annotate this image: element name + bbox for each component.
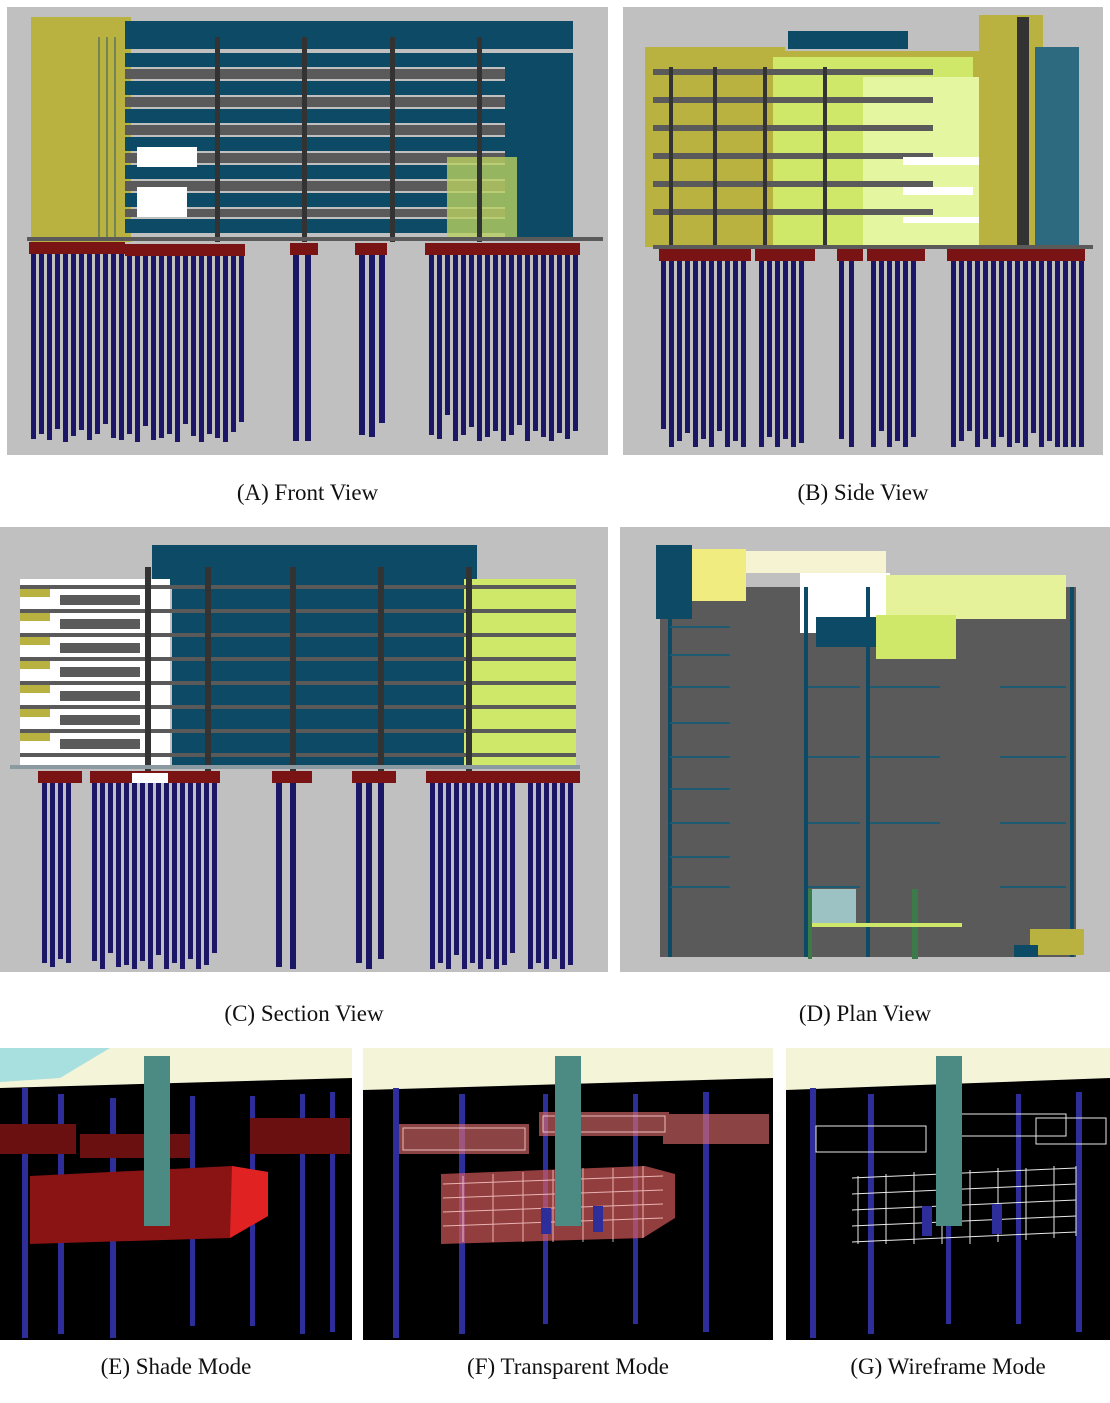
caption-wireframe-mode: (G) Wireframe Mode <box>850 1354 1046 1379</box>
right-core <box>979 15 1079 247</box>
plan-view-panel <box>620 527 1110 972</box>
transparent-mode-panel <box>363 1048 773 1340</box>
shade-mode-panel <box>0 1048 352 1340</box>
side-view-render <box>623 7 1103 455</box>
pile-caps <box>38 771 580 783</box>
side-view-panel <box>623 7 1103 455</box>
grid-lines <box>670 626 1066 888</box>
piles <box>42 783 573 969</box>
caption-transparent-mode: (F) Transparent Mode <box>467 1354 669 1379</box>
rebar-mesh <box>442 1166 664 1242</box>
caption-plan-view: (D) Plan View <box>798 1001 932 1026</box>
shade-mode-render <box>0 1048 352 1340</box>
wireframe-mode-render <box>786 1048 1110 1340</box>
piles <box>31 254 578 442</box>
caption-shade-mode: (E) Shade Mode <box>100 1354 252 1379</box>
building-columns <box>215 37 482 242</box>
pile-caps <box>0 1118 350 1158</box>
pile-caps <box>29 242 580 256</box>
transparent-mode-render <box>363 1048 773 1340</box>
piles <box>661 261 1084 447</box>
stair-core <box>31 17 131 242</box>
pile-caps <box>659 249 1085 261</box>
plan-view-render <box>620 527 1110 972</box>
wireframe-mode-panel <box>786 1048 1110 1340</box>
section-view-render <box>0 527 608 972</box>
front-view-render <box>7 7 608 455</box>
front-view-panel <box>7 7 608 455</box>
column <box>144 1056 170 1226</box>
caption-side-view: (B) Side View <box>797 480 929 505</box>
section-view-panel <box>0 527 608 972</box>
caption-section-view: (C) Section View <box>224 1001 384 1026</box>
caption-front-view: (A) Front View <box>236 480 379 505</box>
